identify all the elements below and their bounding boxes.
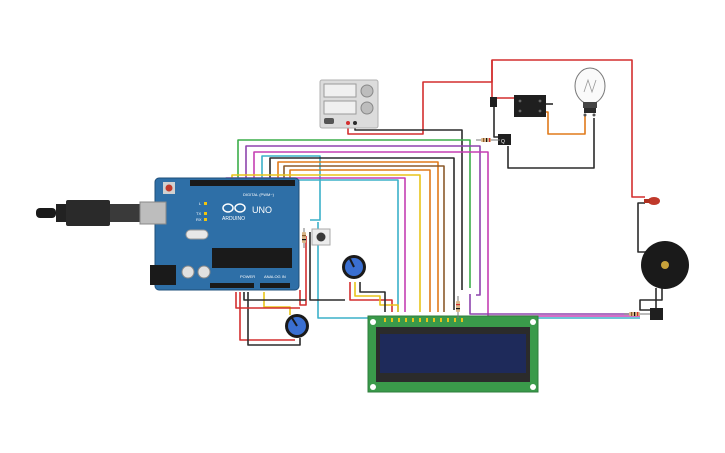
arduino-model: UNO (252, 205, 272, 215)
wire-orange-bulb (540, 111, 586, 135)
wire-black-btn (309, 232, 345, 301)
wire-purple (245, 145, 481, 296)
lcd-16x2[interactable] (367, 315, 539, 393)
power-header-label: POWER (240, 274, 255, 279)
wire-black-bottom (243, 292, 306, 301)
pin-l-label: L (199, 201, 202, 206)
pin-tx-label: TX (196, 211, 201, 216)
wire-black-buzzer-top (637, 202, 648, 253)
resistor-btn[interactable] (302, 228, 306, 248)
wire-cyan-1 (261, 155, 321, 221)
arduino-uno-board[interactable]: ARDUINO UNO DIGITAL (PWM~) POWER ANALOG … (139, 177, 300, 291)
wire-magenta-1 (253, 151, 640, 317)
potentiometer-1[interactable] (342, 255, 366, 279)
wire-red-bottom (235, 292, 300, 309)
wire-purple-2 (469, 294, 640, 315)
wire-brown-1 (283, 165, 445, 312)
wire-black-tr1-down (507, 118, 595, 169)
power-supply[interactable] (319, 79, 379, 129)
wire-black-pot2 (247, 292, 301, 346)
wire-orange-2 (289, 169, 431, 312)
pushbutton[interactable] (311, 228, 331, 246)
wire-cyan-3 (317, 222, 640, 319)
wire-black-pot1 (359, 282, 386, 312)
arduino-logo-icon (222, 203, 246, 213)
wire-red-relay (491, 60, 516, 99)
digital-header-label: DIGITAL (PWM~) (243, 192, 275, 197)
wire-black-2 (269, 157, 455, 310)
wire-black-psu (354, 124, 463, 290)
arduino-brand: ARDUINO (222, 216, 245, 222)
svg-text:Q: Q (501, 139, 505, 145)
wire-black-buzzer-bot (639, 282, 663, 311)
resistor-1[interactable] (476, 138, 500, 142)
potentiometer-2[interactable] (285, 314, 309, 338)
wire-orange-1 (277, 161, 439, 312)
red-led[interactable] (644, 197, 660, 205)
wire-yellow-pot1 (354, 282, 399, 312)
wire-yellow-pot2 (263, 292, 291, 315)
wire-green (237, 139, 471, 288)
piezo-buzzer[interactable] (641, 241, 689, 289)
pin-rx-label: RX (196, 217, 202, 222)
resistor-2[interactable] (624, 312, 650, 316)
light-bulb[interactable] (574, 67, 606, 117)
wire-red-btn (299, 236, 307, 306)
transistor-1[interactable]: Q (498, 134, 511, 145)
lcd-pin-row (384, 318, 463, 322)
resistor-lcd[interactable] (456, 296, 460, 318)
transistor-2[interactable] (650, 308, 663, 320)
analog-header-label: ANALOG IN (264, 274, 286, 279)
wire-red-pot1 (349, 282, 393, 312)
relay[interactable] (490, 95, 546, 117)
